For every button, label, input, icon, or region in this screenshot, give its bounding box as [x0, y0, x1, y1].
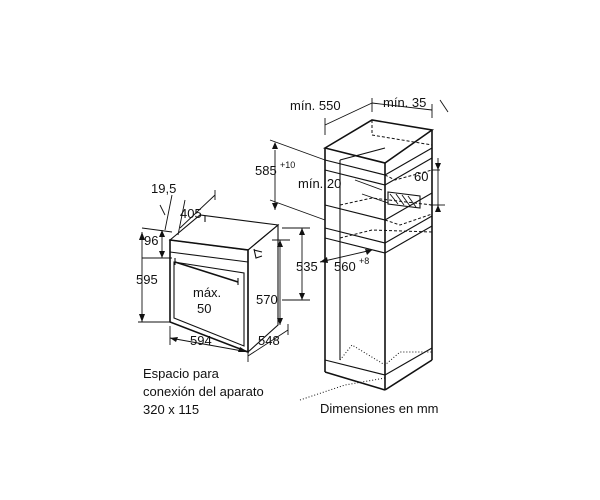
dim-60: 60 — [414, 169, 428, 184]
dim-min-550: mín. 550 — [290, 98, 341, 113]
oven-drawing — [168, 214, 280, 354]
oven-dimensions — [138, 190, 310, 362]
cabinet-drawing — [322, 119, 435, 391]
dim-560-tolerance: +8 — [359, 256, 369, 266]
dim-585-tolerance: +10 — [280, 160, 295, 170]
dim-max-label: máx. — [193, 285, 221, 300]
dim-19-5: 19,5 — [151, 181, 176, 196]
dim-548: 548 — [258, 333, 280, 348]
dim-96: 96 — [144, 233, 158, 248]
dim-405: 405 — [180, 206, 202, 221]
units-note: Dimensiones en mm — [320, 401, 439, 416]
dim-585: 585 — [255, 163, 277, 178]
dim-595: 595 — [136, 272, 158, 287]
cabinet-dimensions — [269, 98, 449, 401]
dim-min-20: mín. 20 — [298, 176, 341, 191]
dim-570: 570 — [256, 292, 278, 307]
connection-note-line2: conexión del aparato — [143, 384, 264, 399]
dim-min-35: mín. 35 — [383, 95, 426, 110]
dim-560: 560 — [334, 259, 356, 274]
dim-max-value: 50 — [197, 301, 211, 316]
connection-note-line3: 320 x 115 — [143, 402, 199, 417]
dim-535: 535 — [296, 259, 318, 274]
dim-594: 594 — [190, 333, 212, 348]
connection-note-line1: Espacio para — [143, 366, 220, 381]
